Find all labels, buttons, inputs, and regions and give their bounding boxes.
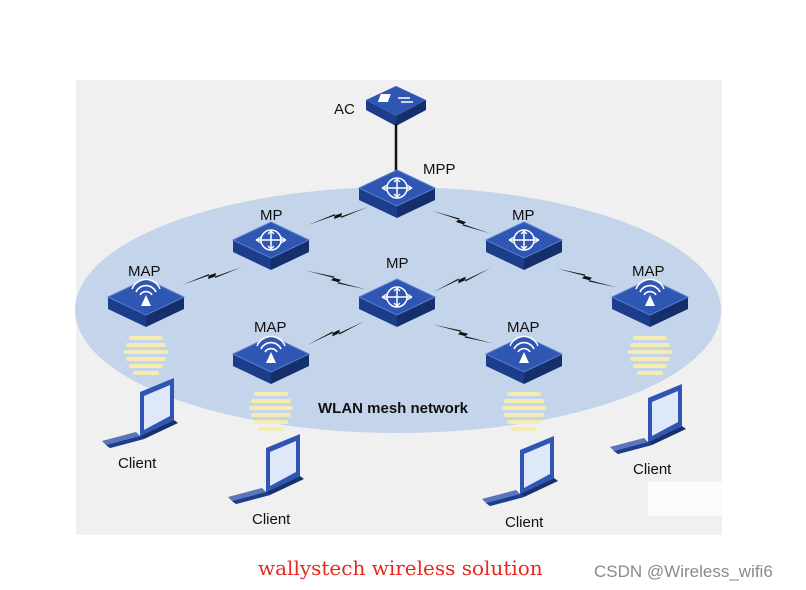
map-label: MAP [128,263,161,280]
map-label: MAP [254,319,287,336]
mp-label: MP [386,255,409,272]
client-label: Client [252,511,291,528]
client-label: Client [118,455,157,472]
mpp-label: MPP [423,161,456,178]
client-label: Client [505,514,544,531]
watermark: CSDN @Wireless_wifi6 [594,562,773,581]
client-label: Client [633,461,672,478]
mp-label: MP [260,207,283,224]
ac-controller-icon [366,86,426,126]
caption: wallystech wireless solution [258,556,543,580]
client-laptop-icon [482,436,558,506]
client-laptop-icon [102,378,178,448]
network-label: WLAN mesh network [318,400,469,417]
map-label: MAP [632,263,665,280]
blur-patch [648,482,722,516]
mp-label: MP [512,207,535,224]
client-laptop-icon [228,434,304,504]
map-label: MAP [507,319,540,336]
ac-label: AC [334,101,355,118]
